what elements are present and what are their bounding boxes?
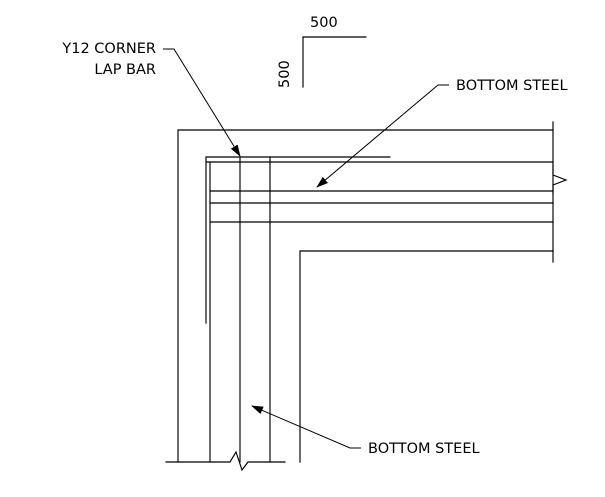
bottom-steel-bottom-leader bbox=[251, 405, 361, 449]
label-corner-lap: Y12 CORNER LAP BAR bbox=[61, 41, 241, 157]
horizontal-bars bbox=[205, 161, 554, 223]
corner-lap-label-line1: Y12 CORNER bbox=[61, 41, 156, 57]
dimension-horizontal-label: 500 bbox=[310, 15, 338, 31]
dimension-symbol: 500 500 bbox=[277, 15, 367, 88]
inner-edge bbox=[299, 250, 554, 463]
outer-edge bbox=[177, 129, 554, 463]
vertical-bars bbox=[209, 156, 271, 463]
corner-lap-label-line2: LAP BAR bbox=[94, 62, 156, 78]
label-bottom-steel-top: BOTTOM STEEL bbox=[316, 78, 568, 188]
slab-outline bbox=[177, 121, 554, 463]
dimension-vertical-label: 500 bbox=[277, 60, 293, 88]
break-line-right bbox=[552, 164, 568, 195]
bottom-steel-top-leader bbox=[316, 84, 449, 188]
bottom-steel-bottom-label: BOTTOM STEEL bbox=[368, 441, 480, 457]
corner-lap-bar bbox=[205, 156, 391, 324]
break-line-bottom bbox=[165, 450, 286, 472]
label-bottom-steel-bottom: BOTTOM STEEL bbox=[251, 405, 480, 457]
corner-lap-leader bbox=[163, 48, 241, 157]
bottom-steel-top-label: BOTTOM STEEL bbox=[456, 78, 568, 94]
